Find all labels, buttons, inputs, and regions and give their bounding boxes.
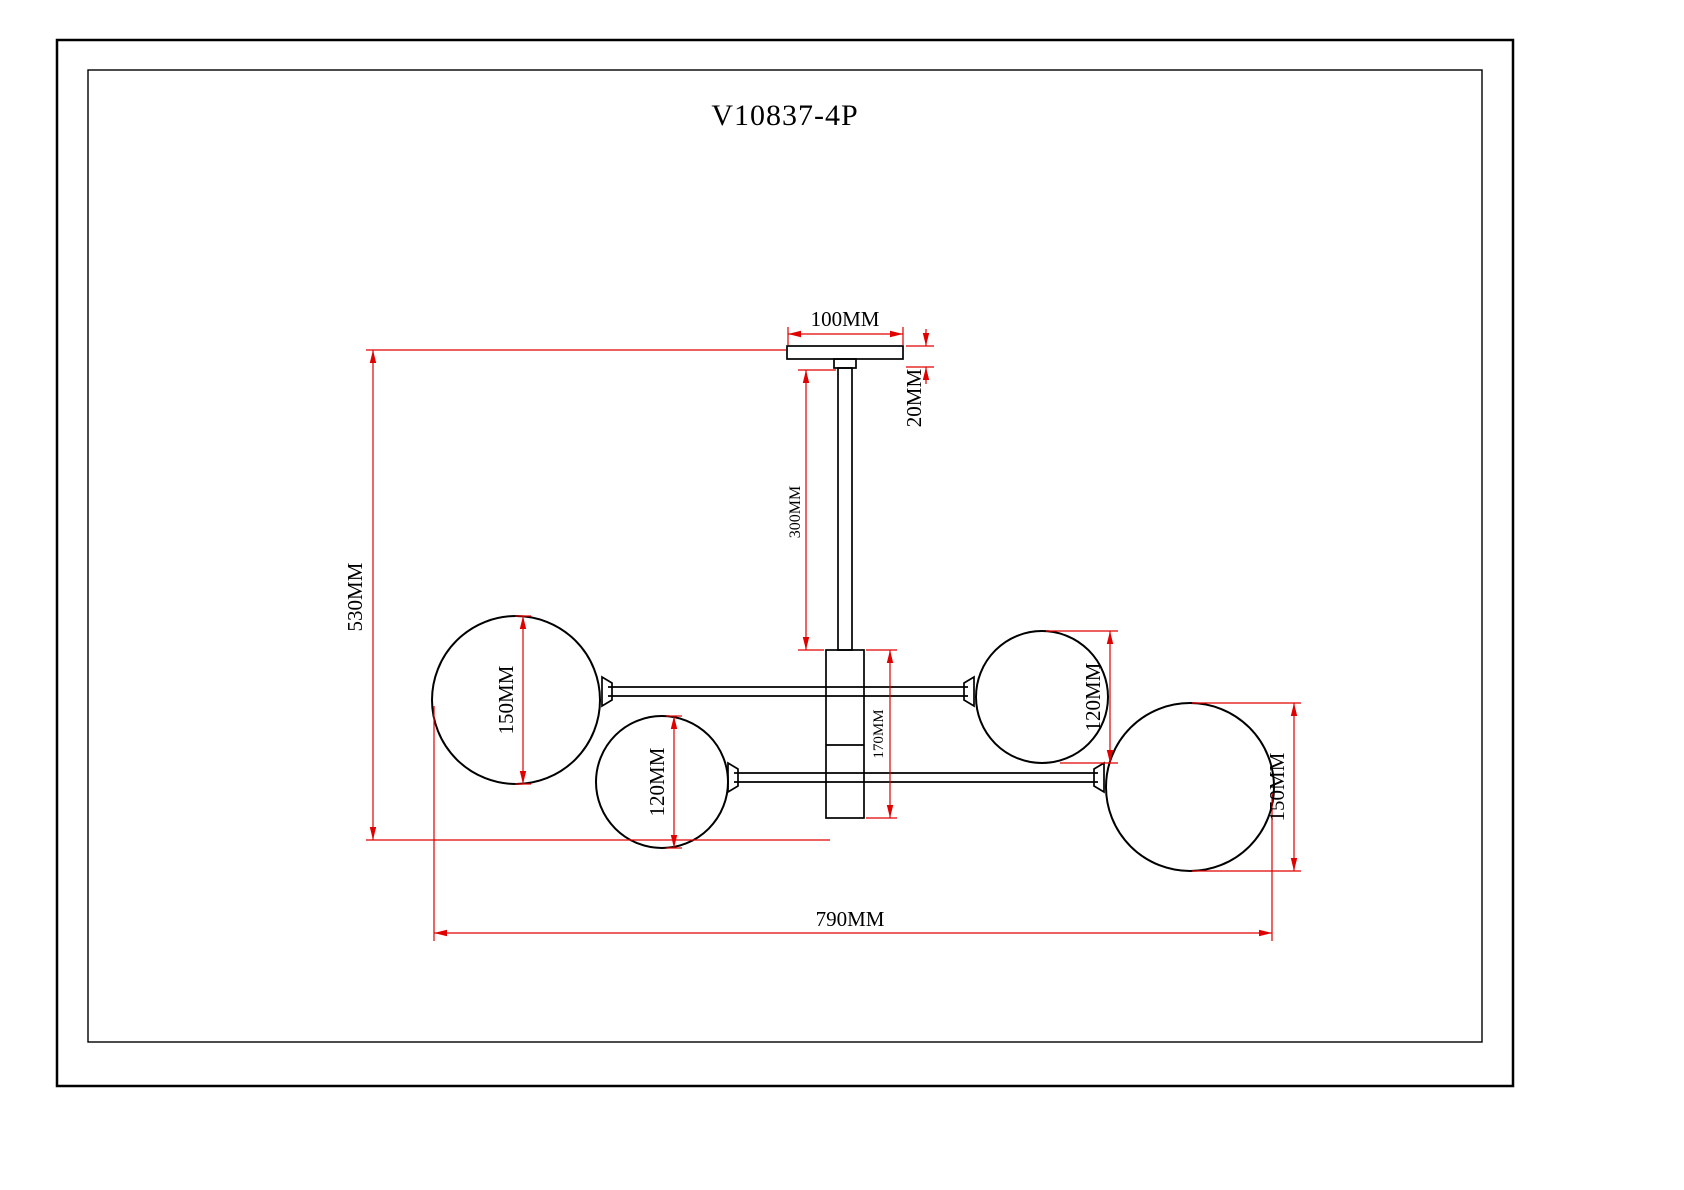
dim-canopy-thickness [906, 329, 934, 384]
dim-rod-length [798, 369, 836, 651]
dimension-linework [366, 327, 1301, 941]
dimension-label: 170MM [871, 709, 887, 758]
outer-border [55, 38, 1515, 1088]
dimension-label: 120MM [645, 747, 669, 816]
globe-large-right [1105, 702, 1275, 872]
socket-lower-left [727, 761, 739, 794]
dimension-label: 120MM [1081, 662, 1105, 731]
down-rod [837, 367, 853, 651]
dim-center-body [866, 649, 897, 819]
dim-right-small-globe [1046, 630, 1118, 764]
dim-left-large-globe [515, 615, 531, 785]
ceiling-canopy [786, 345, 904, 360]
dimension-label: 150MM [494, 665, 518, 734]
dimension-label: 150MM [1265, 752, 1289, 821]
socket-upper-right [963, 675, 975, 708]
inner-border [87, 69, 1483, 1043]
dimension-label: 790MM [816, 907, 885, 931]
dim-overall-width [433, 706, 1273, 941]
center-body [825, 649, 865, 819]
dim-canopy-width [787, 327, 904, 345]
dimension-labels: 100MM 20MM 300MM 530MM 150MM 120MM 170MM… [343, 307, 1289, 931]
dimension-label: 530MM [343, 562, 367, 631]
canopy-stub [833, 358, 857, 369]
chandelier-drawing [431, 345, 1275, 872]
dimension-label: 300MM [787, 486, 804, 538]
drawing-title: V10837-4P [711, 99, 858, 132]
dim-left-small-globe [666, 715, 682, 849]
dim-overall-height [366, 349, 830, 841]
dimension-label: 100MM [811, 307, 880, 331]
globe-small-left [595, 715, 729, 849]
socket-lower-right [1093, 761, 1105, 794]
dim-right-large-globe [1192, 702, 1301, 872]
socket-upper-left [601, 675, 613, 708]
dimension-label: 20MM [902, 369, 926, 428]
